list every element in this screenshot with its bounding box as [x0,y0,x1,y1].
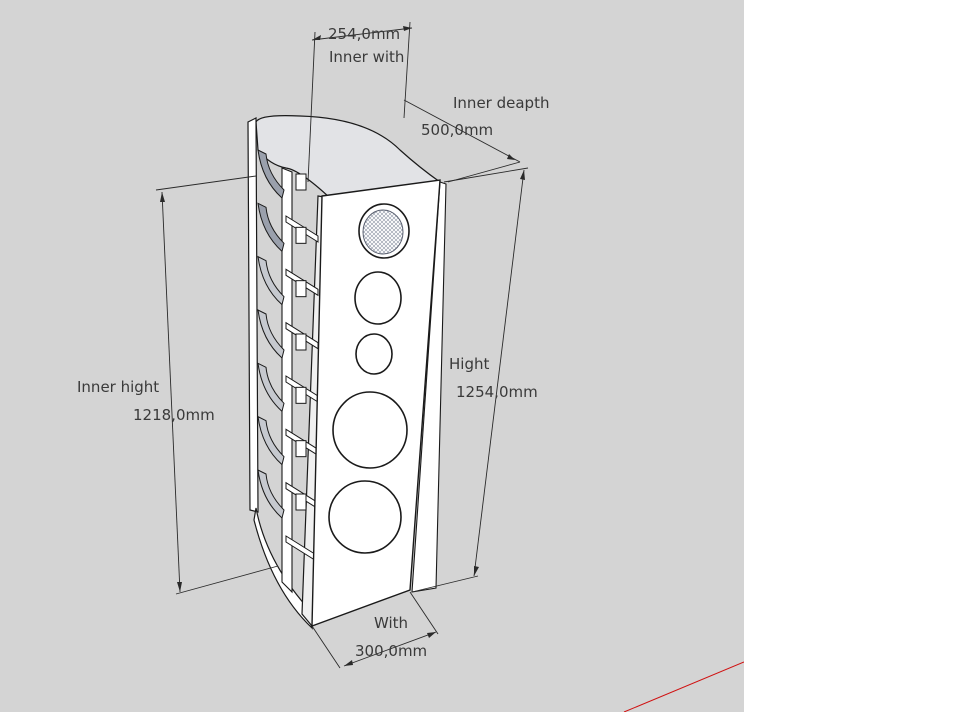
width-value: 300,0mm [355,642,427,660]
cabinet-top-face [255,115,442,199]
red-axis-line [623,661,744,712]
height-value: 1254,0mm [456,383,538,401]
brace-rib [257,149,285,199]
white-margin [744,0,960,712]
brace-tab [295,440,307,458]
woofer-hole-1[interactable] [332,391,408,469]
cabinet-model[interactable] [247,115,447,630]
brace-rib [257,469,285,519]
modeling-viewport[interactable]: 254,0mm Inner with Inner deapth 500,0mm … [0,0,744,712]
tweeter-grille-mesh [362,209,404,255]
midrange-hole-1[interactable] [354,271,402,325]
internal-braces [257,149,319,563]
inner-width-label: Inner with [329,48,404,66]
brace-tab [295,226,307,244]
brace-tab [295,173,307,191]
speaker-cabinet-drawing: 254,0mm Inner with Inner deapth 500,0mm … [77,21,744,712]
height-label: Hight [449,355,489,373]
woofer-hole-2[interactable] [328,480,402,554]
brace-rib [257,255,285,306]
brace-tab [295,333,307,351]
cabinet-right-edge [411,181,447,593]
inner-height-value: 1218,0mm [133,406,215,424]
midrange-hole-2[interactable] [355,333,393,375]
brace-tab [295,493,307,511]
cabinet-bottom-curve [253,507,314,630]
driver-cutouts [328,203,410,554]
width-label: With [374,614,408,632]
brace-tab [295,280,307,298]
brace-rib [257,415,285,466]
brace-rib [257,202,285,253]
inner-depth-value: 500,0mm [421,121,493,139]
brace-rib [257,309,285,359]
dimension-lines [155,21,529,669]
cabinet-left-panel [247,117,259,513]
brace-rib [257,362,285,413]
inner-width-value: 254,0mm [328,25,400,43]
inner-height-label: Inner hight [77,378,159,396]
inner-depth-label: Inner deapth [453,94,549,112]
brace-tab [295,386,307,404]
